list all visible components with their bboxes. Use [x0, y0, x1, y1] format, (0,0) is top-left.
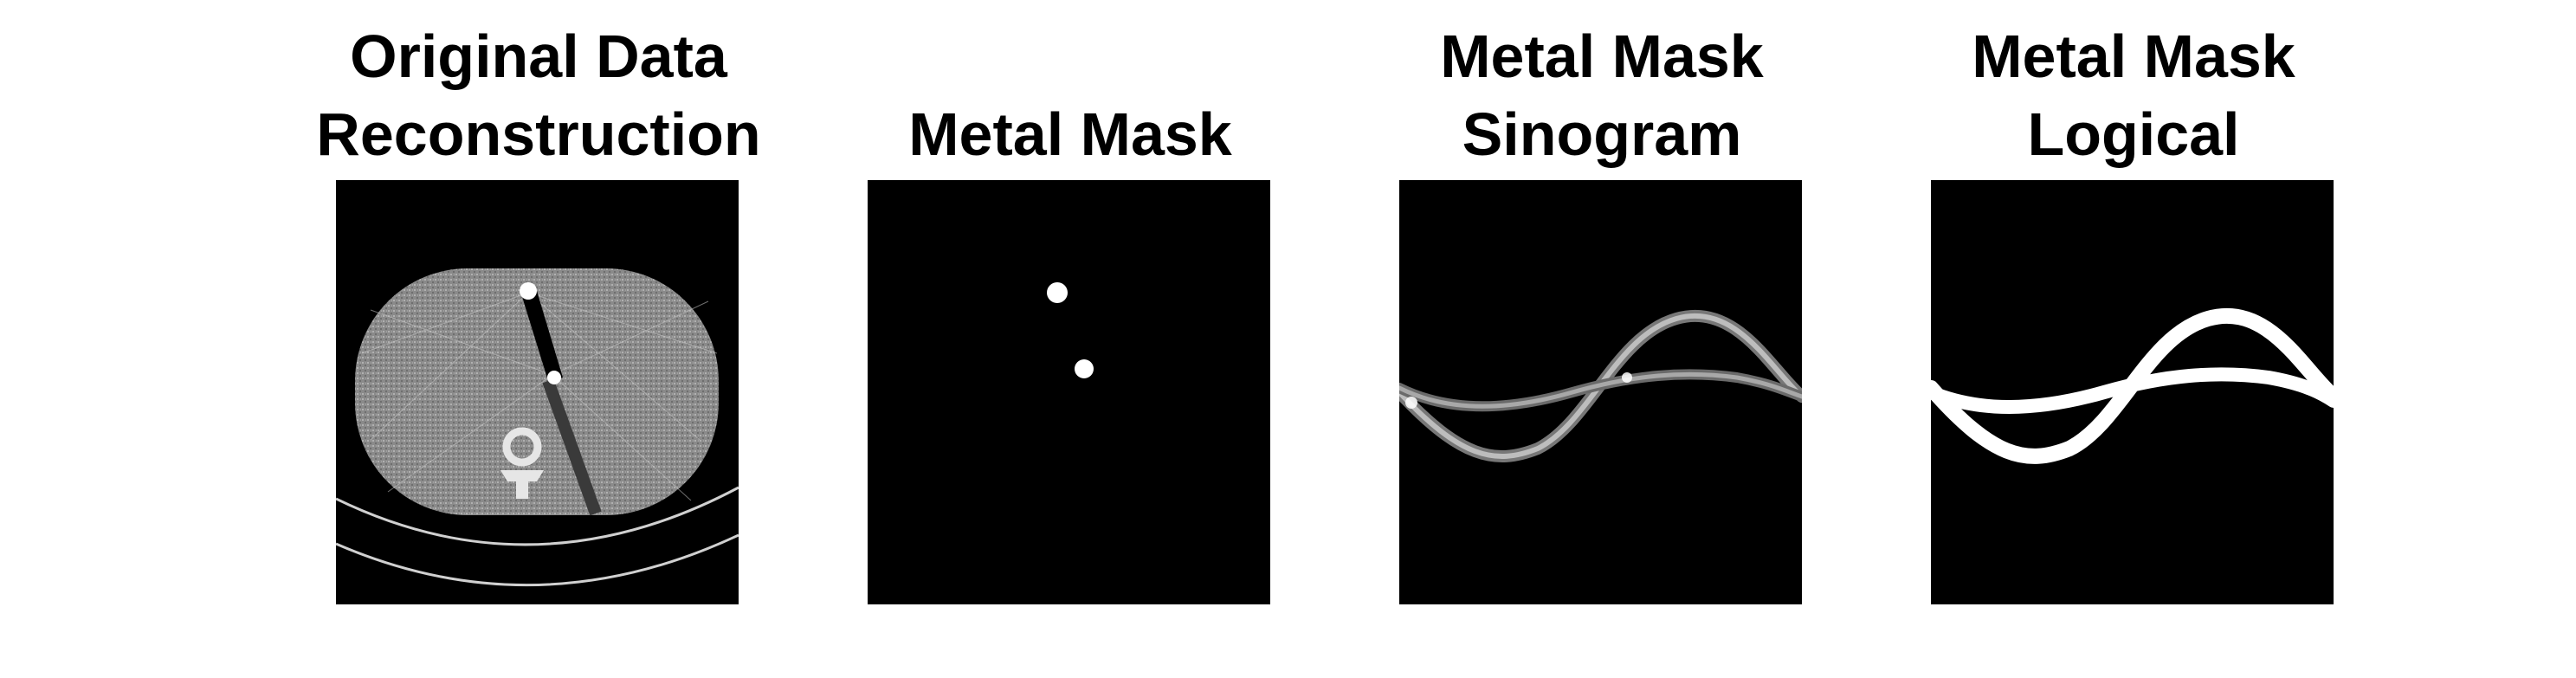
vertebra — [502, 427, 542, 467]
body-cross-section — [355, 268, 719, 515]
sinogram-crossing-1 — [1405, 397, 1417, 409]
metal-mask-sinogram-image — [1399, 180, 1802, 604]
panel-3-title-line-1: Metal Mask — [1440, 23, 1764, 90]
mask-point-1 — [1047, 282, 1068, 303]
panel-2-title-line-2: Metal Mask — [908, 100, 1232, 168]
panel-1-title-line-2: Reconstruction — [316, 100, 761, 168]
metal-point-1 — [520, 282, 537, 300]
table-arc-2 — [336, 533, 739, 587]
sinogram-crossing-2 — [1622, 372, 1632, 383]
panel-4-title-line-1: Metal Mask — [1972, 23, 2295, 90]
metal-mask-logical-image — [1931, 180, 2334, 604]
table-arc-1 — [336, 486, 739, 546]
streak-artifacts — [361, 292, 718, 501]
logical-curve-2 — [1931, 367, 2334, 414]
vertebra-process — [500, 470, 544, 499]
panel-3-title-line-2: Sinogram — [1462, 100, 1742, 168]
metal-point-2 — [547, 371, 561, 384]
lower-dark-streak — [542, 378, 602, 516]
metal-mask-image — [868, 180, 1270, 604]
panel-4-title-line-2: Logical — [2027, 100, 2240, 168]
dark-streak — [520, 288, 563, 381]
ct-reconstruction-image — [336, 180, 739, 604]
mask-point-2 — [1075, 359, 1094, 378]
panel-1-title-line-1: Original Data — [350, 23, 727, 90]
sinogram-curve-2 — [1399, 371, 1802, 409]
